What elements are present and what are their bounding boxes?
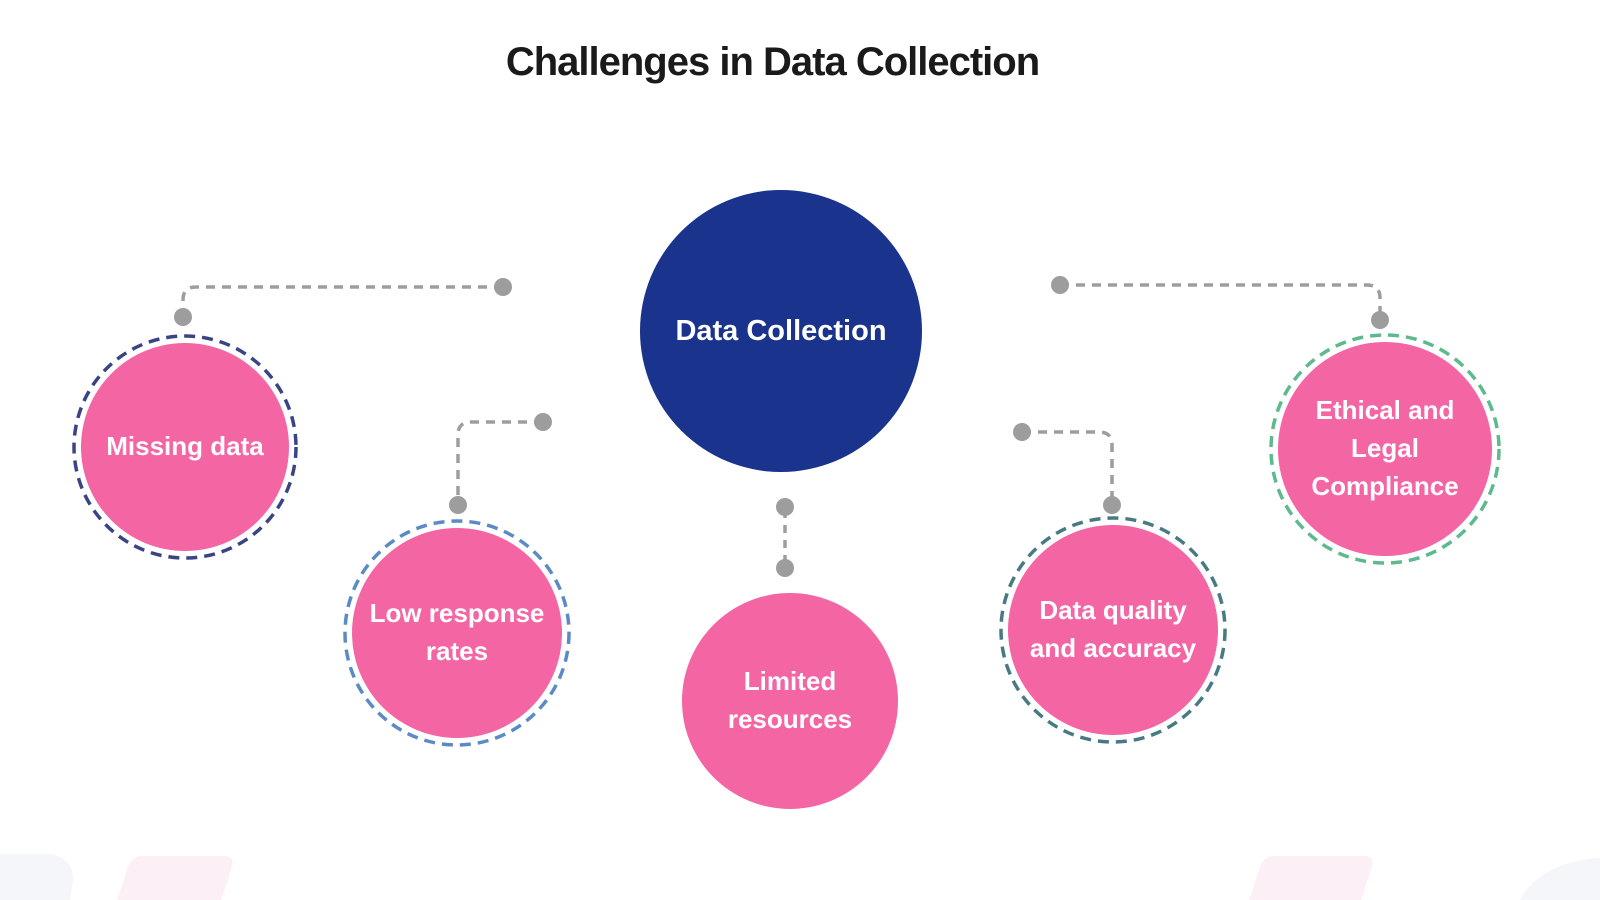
connector-dot: [1103, 496, 1121, 514]
decorative-shape-pink-left: [108, 856, 236, 900]
node-limited-resources: Limited resources: [682, 593, 898, 809]
node-label: Ethical and Legal Compliance: [1311, 395, 1459, 501]
connector-dot: [534, 413, 552, 431]
connector-ethical-legal: [1060, 283, 1382, 317]
node-circle: Limited resources: [682, 593, 898, 809]
node-low-response-rates: Low response rates: [342, 518, 572, 748]
connector-dot: [1013, 423, 1031, 441]
connector-dot: [494, 278, 512, 296]
node-label: Data quality and accuracy: [1029, 595, 1197, 663]
node-data-collection: Data Collection: [640, 190, 922, 472]
decorative-shape-gray-right: [1512, 858, 1600, 900]
connector-dot: [1051, 276, 1069, 294]
connector-low-response: [456, 420, 543, 502]
connector-dot: [1371, 311, 1389, 329]
connector-dot: [449, 496, 467, 514]
node-label: Low response rates: [369, 598, 545, 666]
node-ethical-legal: Ethical and Legal Compliance: [1268, 332, 1502, 566]
decorative-shape-pink-right: [1240, 856, 1376, 900]
node-missing-data: Missing data: [71, 333, 299, 561]
node-circle: Missing data: [81, 343, 289, 551]
connector-dot: [776, 498, 794, 516]
connector-missing-data: [181, 285, 503, 314]
node-label: Data Collection: [675, 314, 887, 347]
node-label: Limited resources: [727, 666, 853, 734]
connector-data-quality: [1022, 430, 1114, 502]
node-circle: Ethical and Legal Compliance: [1278, 342, 1492, 556]
connector-dot: [174, 308, 192, 326]
decorative-shape-gray-left: [0, 854, 78, 900]
connector-dot: [776, 559, 794, 577]
node-data-quality: Data quality and accuracy: [998, 515, 1228, 745]
node-label: Missing data: [106, 431, 264, 462]
node-circle: Low response rates: [352, 528, 562, 738]
node-circle: Data quality and accuracy: [1008, 525, 1218, 735]
diagram-title: Challenges in Data Collection: [505, 40, 1040, 84]
